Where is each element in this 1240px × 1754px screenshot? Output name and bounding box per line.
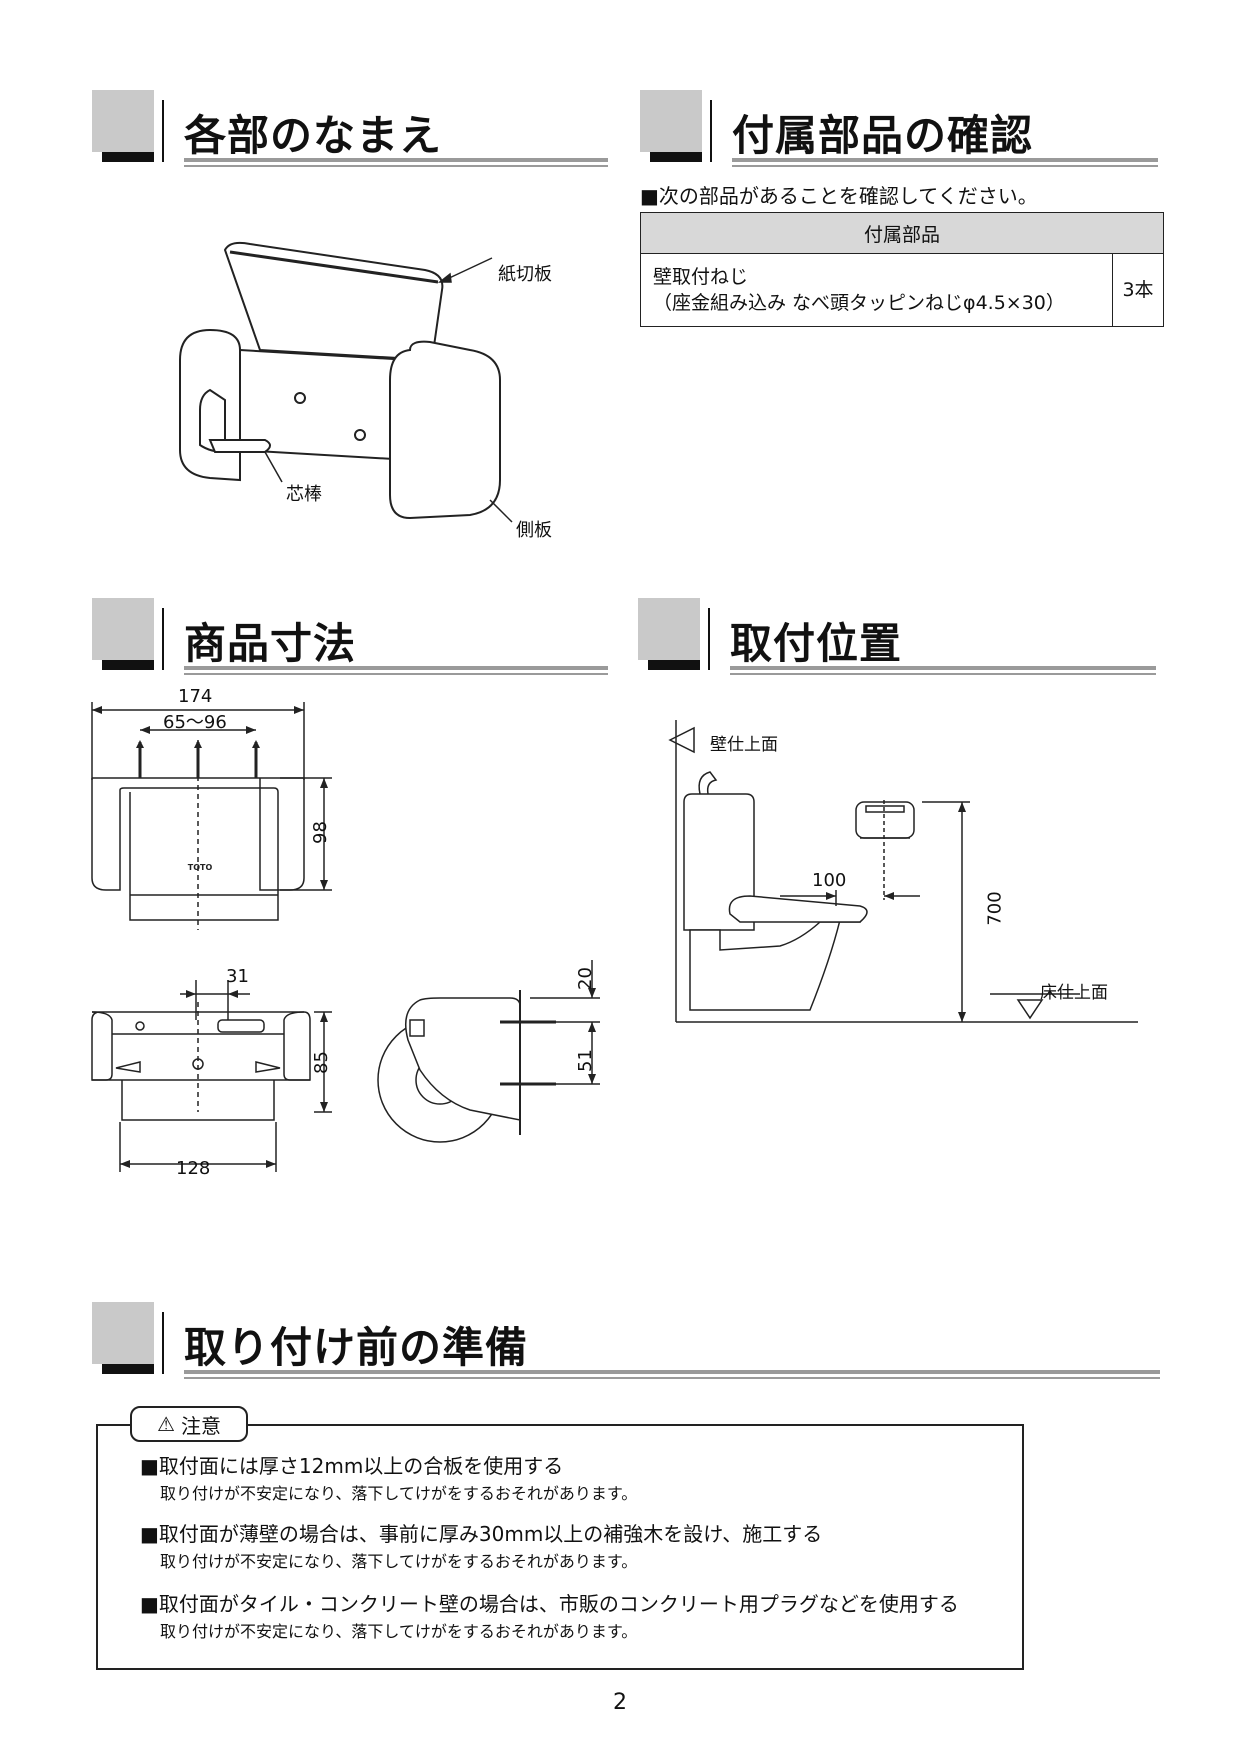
- label-side: 側板: [516, 520, 552, 541]
- section-header-names: 各部のなまえ: [92, 90, 610, 174]
- parts-item: 壁取付ねじ （座金組み込み なべ頭タッピンねじφ4.5×30）: [640, 253, 1113, 327]
- caution-tag: ⚠ 注意: [130, 1406, 248, 1442]
- caution-item-3-head: ■取付面がタイル・コンクリート壁の場合は、市販のコンクリート用プラグなどを使用す…: [140, 1592, 959, 1616]
- caution-box: [96, 1424, 1024, 1670]
- section-title: 付属部品の確認: [732, 111, 1034, 160]
- parts-qty: 3本: [1112, 253, 1164, 327]
- section-header-preparation: 取り付け前の準備: [92, 1302, 1162, 1386]
- dimension-side-view: [377, 960, 600, 1143]
- warning-icon: ⚠: [157, 1412, 175, 1436]
- parts-table: 付属部品 壁取付ねじ （座金組み込み なべ頭タッピンねじφ4.5×30） 3本: [640, 212, 1164, 327]
- section-title: 取り付け前の準備: [184, 1323, 529, 1372]
- dimension-bottom-view: [91, 980, 332, 1172]
- parts-intro: ■次の部品があることを確認してください。: [640, 184, 1038, 208]
- parts-header: 付属部品: [640, 212, 1164, 254]
- svg-text:TOTO: TOTO: [188, 863, 213, 872]
- parts-item-name: 壁取付ねじ: [653, 266, 749, 288]
- dim-vertical: 700: [984, 891, 1006, 926]
- parts-item-spec: （座金組み込み なべ頭タッピンねじφ4.5×30）: [653, 292, 1065, 314]
- dim-pitch: 65〜96: [163, 712, 227, 733]
- section-title: 各部のなまえ: [184, 111, 443, 160]
- label-floor: 床仕上面: [1040, 983, 1108, 1003]
- section-title: 商品寸法: [184, 619, 357, 668]
- label-cutter: 紙切板: [498, 264, 552, 285]
- label-wall: 壁仕上面: [710, 735, 778, 755]
- section-header-dimensions: 商品寸法: [92, 598, 610, 682]
- caution-item-2-sub: 取り付けが不安定になり、落下してけがをするおそれがあります。: [160, 1552, 638, 1571]
- dim-height: 98: [309, 821, 331, 844]
- position-diagram: [668, 720, 1138, 1023]
- caution-item-1-head: ■取付面には厚さ12mm以上の合板を使用する: [140, 1454, 564, 1478]
- dim-width: 174: [178, 686, 213, 707]
- section-header-parts-check: 付属部品の確認: [640, 90, 1160, 174]
- caution-item-3-sub: 取り付けが不安定になり、落下してけがをするおそれがあります。: [160, 1622, 638, 1641]
- dim-depth: 85: [310, 1051, 332, 1074]
- caution-item-2-head: ■取付面が薄壁の場合は、事前に厚み30mm以上の補強木を設け、施工する: [140, 1522, 823, 1546]
- section-header-position: 取付位置: [638, 598, 1158, 682]
- dim-horizontal: 100: [812, 870, 847, 891]
- dim-offset: 31: [226, 966, 249, 987]
- dimension-front-view: TOTO: [91, 702, 332, 930]
- label-core: 芯棒: [286, 484, 322, 505]
- caution-label: 注意: [180, 1413, 221, 1438]
- section-title: 取付位置: [730, 619, 903, 668]
- parts-illustration: [179, 241, 513, 523]
- dim-screw-gap: 51: [574, 1049, 596, 1072]
- dim-top-gap: 20: [574, 967, 596, 990]
- dim-inner: 128: [176, 1158, 211, 1179]
- caution-item-1-sub: 取り付けが不安定になり、落下してけがをするおそれがあります。: [160, 1484, 638, 1503]
- page-number: 2: [613, 1690, 627, 1715]
